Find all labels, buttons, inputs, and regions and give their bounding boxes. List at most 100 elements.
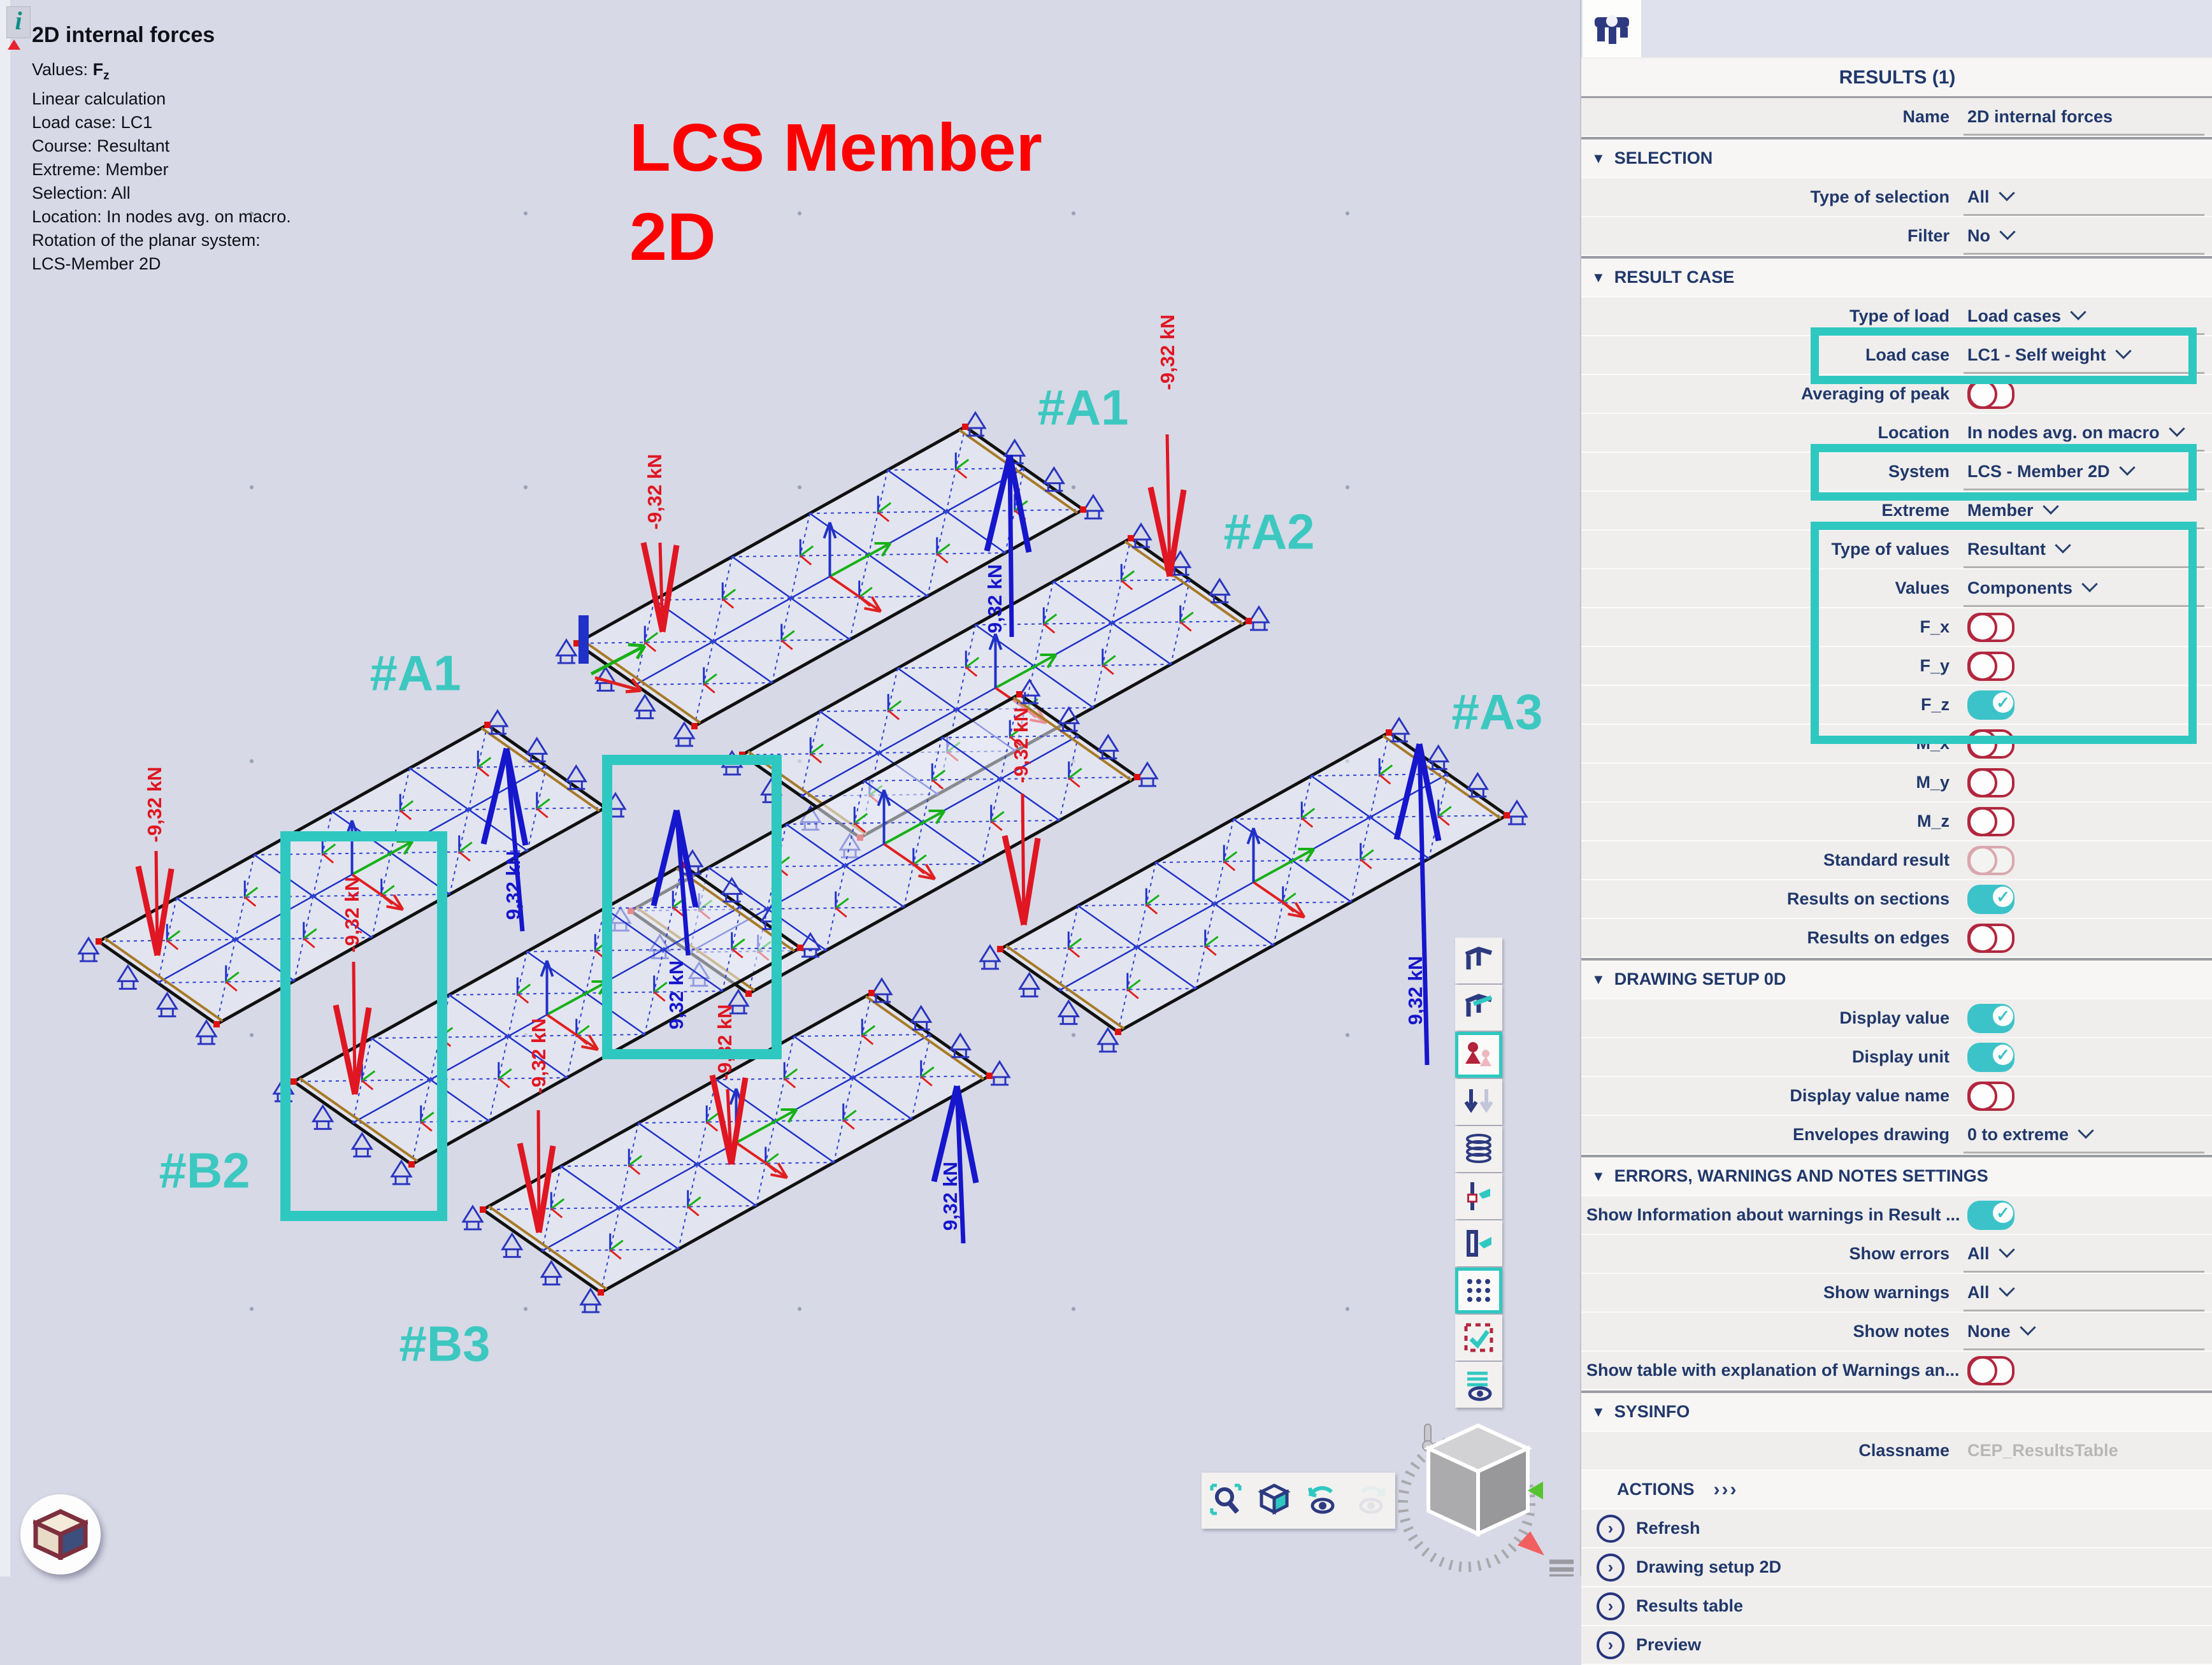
field-value-filter[interactable]: No [1967,223,2016,246]
toggle-display-unit[interactable]: ✓ [1967,1042,2014,1072]
zoom-fit-button[interactable] [1209,1483,1242,1519]
navcube-menu-icon[interactable] [1549,1559,1574,1576]
next-view-button[interactable] [1354,1483,1388,1519]
toggle-display-value[interactable]: ✓ [1967,1003,2014,1033]
field-value-type-of-selection[interactable]: All [1967,184,2015,207]
panel-row-show-information-about-warnings-in-result[interactable]: Show Information about warnings in Resul… [1581,1196,2212,1235]
action-drawing-setup-2d[interactable]: ›Drawing setup 2D [1581,1548,2212,1587]
panel-row-averaging-of-peak[interactable]: Averaging of peak [1581,375,2212,414]
field-value-type-of-values[interactable]: Resultant [1967,536,2071,559]
display-layers-button[interactable] [1455,1126,1502,1172]
toggle-m-x[interactable] [1967,729,2014,759]
toggle-results-on-sections[interactable]: ✓ [1967,884,2014,914]
toggle-f-x[interactable] [1967,612,2014,642]
action-results-table[interactable]: ›Results table [1581,1587,2212,1626]
toggle-m-z[interactable] [1967,806,2014,836]
display-selection-button[interactable] [1455,1315,1502,1361]
field-value-show-errors[interactable]: All [1967,1241,2015,1264]
toggle-standard-result[interactable] [1967,845,2014,875]
collapse-triangle-icon[interactable]: ▼ [1591,269,1605,285]
collapse-triangle-icon[interactable]: ▼ [1591,971,1605,987]
toggle-show-information-about-warnings-in-result[interactable]: ✓ [1967,1200,2014,1230]
panel-row-m-y[interactable]: M_y [1581,764,2212,803]
display-members-results-button[interactable] [1455,985,1502,1031]
navigation-cube[interactable] [1382,1420,1580,1576]
display-filter-button[interactable] [1455,1173,1502,1219]
model-canvas[interactable]: 2D internal forces Values: Fz Linear cal… [0,0,1580,1576]
previous-view-button[interactable] [1306,1483,1339,1519]
field-value-envelopes-drawing[interactable]: 0 to extreme [1967,1122,2094,1145]
rotate-down-arrow-icon[interactable] [1518,1531,1544,1555]
panel-row-display-value[interactable]: Display value✓ [1581,999,2212,1038]
field-value-extreme[interactable]: Member [1967,497,2059,520]
panel-row-m-x[interactable]: M_x [1581,725,2212,764]
toggle-display-value-name[interactable] [1967,1081,2014,1111]
action-preview[interactable]: ›Preview [1581,1626,2212,1665]
field-value-name[interactable]: 2D internal forces [1967,107,2113,126]
display-mesh-button[interactable] [1455,1268,1502,1313]
view-cube[interactable] [1423,1423,1533,1537]
action-refresh[interactable]: ›Refresh [1581,1510,2212,1548]
panel-row-show-table-with-explanation-of-warnings-an[interactable]: Show table with explanation of Warnings … [1581,1352,2212,1390]
beams-teal-icon [1465,994,1493,1017]
toggle-results-on-edges[interactable] [1967,923,2014,953]
collapse-triangle-icon[interactable]: ▼ [1591,150,1605,166]
field-value-type-of-load[interactable]: Load cases [1967,303,2086,326]
undo-eye-icon [1308,1485,1335,1513]
rotate-right-arrow-icon[interactable] [1528,1482,1543,1499]
panel-row-results-on-edges[interactable]: Results on edges [1581,919,2212,958]
field-value-values[interactable]: Components [1967,575,2098,598]
collapse-triangle-icon[interactable]: ▼ [1591,1168,1605,1184]
panel-row-display-unit[interactable]: Display unit✓ [1581,1038,2212,1077]
rotation-ring[interactable] [1398,1434,1535,1572]
panel-row-standard-result[interactable]: Standard result [1581,841,2212,880]
panel-row-display-value-name[interactable]: Display value name [1581,1077,2212,1116]
field-value-show-warnings[interactable]: All [1967,1280,2015,1303]
display-members-button[interactable] [1455,938,1502,983]
field-value-system[interactable]: LCS - Member 2D [1967,459,2136,482]
home-view-button[interactable] [20,1494,101,1575]
field-label: F_z [1920,695,1950,714]
panel-row-f-z[interactable]: F_z ✓ [1581,686,2212,725]
field-value-load-case[interactable]: LC1 - Self weight [1967,342,2132,365]
toggle-show-table-with-explanation-of-warnings-an[interactable] [1967,1355,2014,1385]
toggle-m-y[interactable] [1967,768,2014,797]
field-value-location[interactable]: In nodes avg. on macro [1967,420,2185,443]
panel-row-f-x[interactable]: F_x [1581,608,2212,647]
field-value-classname[interactable]: CEP_ResultsTable [1967,1441,2118,1460]
field-value-show-notes[interactable]: None [1967,1318,2036,1341]
display-supports-button[interactable] [1455,1032,1502,1078]
actions-expand-icon[interactable]: ››› [1713,1478,1739,1500]
view-cube-button[interactable] [1258,1483,1291,1519]
cube-icon [1258,1483,1291,1515]
section-label: SYSINFO [1614,1402,1690,1421]
toggle-f-y[interactable] [1967,651,2014,681]
display-section-button[interactable] [1455,1220,1502,1266]
display-visibility-button[interactable] [1455,1362,1502,1408]
panel-row-f-y[interactable]: F_y [1581,647,2212,686]
slab-label-b2: #B2 [159,1142,250,1199]
panel-row-m-z[interactable]: M_z [1581,803,2212,841]
collapse-triangle-icon[interactable]: ▼ [1591,1403,1605,1420]
toggle-averaging-of-peak[interactable] [1967,379,2014,409]
toggle-f-z[interactable]: ✓ [1967,690,2014,720]
display-loads-button[interactable] [1455,1079,1502,1125]
results-panel-tab[interactable] [1583,0,1641,57]
value-underline [1964,253,2204,255]
panel-row-results-on-sections[interactable]: Results on sections✓ [1581,880,2212,919]
